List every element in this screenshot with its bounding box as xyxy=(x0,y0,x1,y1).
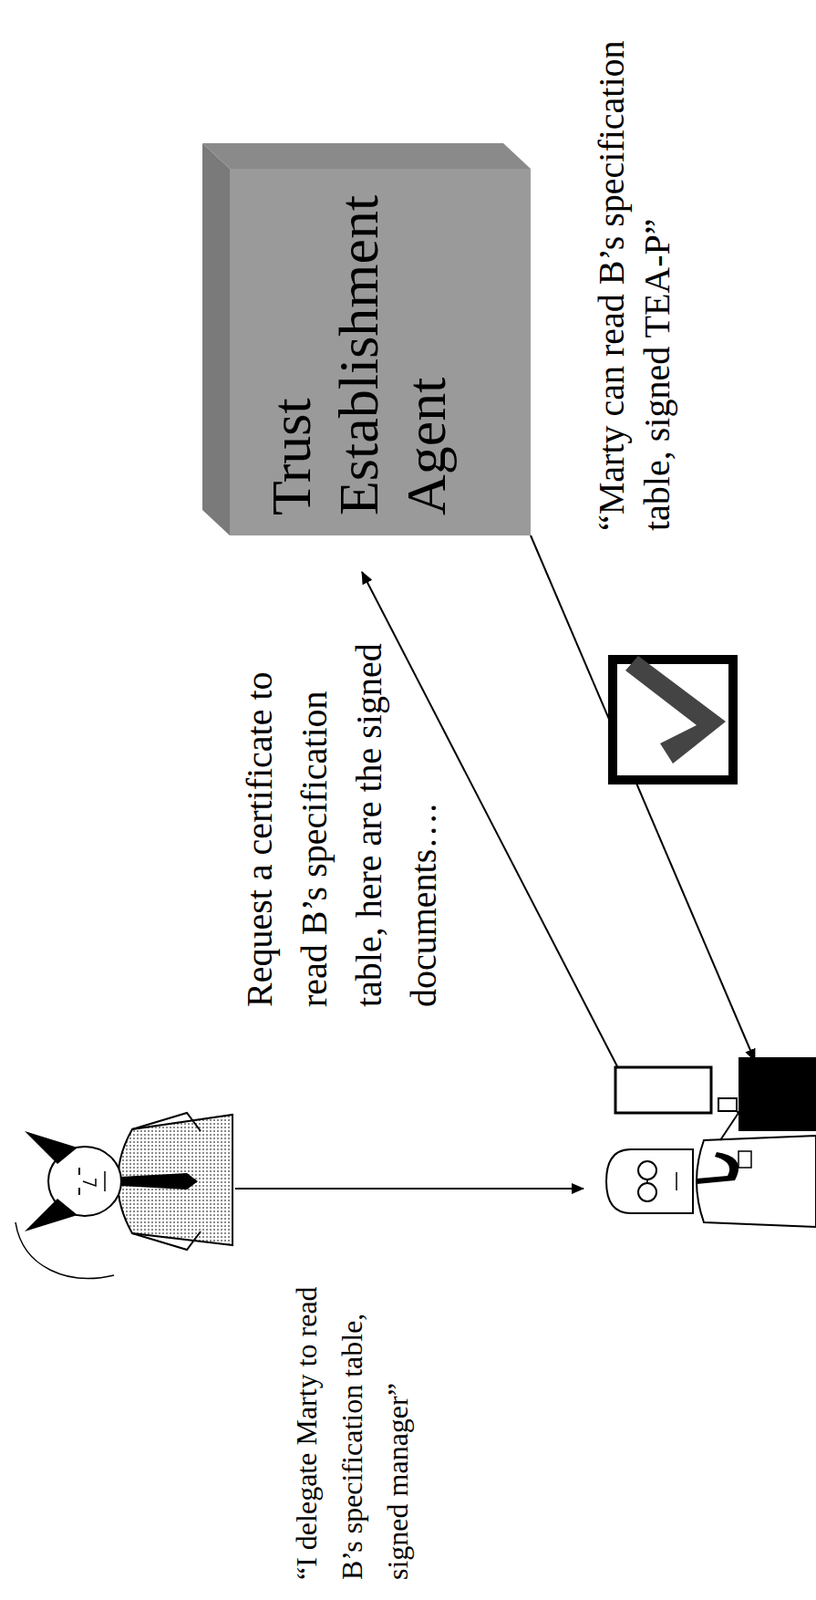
delegation-arrow xyxy=(235,1187,584,1189)
check-icon xyxy=(601,648,744,791)
annotation-text: Request a certificate to read B’s specif… xyxy=(232,632,452,1007)
certificate-arrow xyxy=(530,535,755,1061)
annotation-text: “I delegate Marty to read B’s specificat… xyxy=(283,1278,421,1580)
agent-box: Trust Establishment Agent xyxy=(229,168,531,536)
box-title: Trust Establishment Agent xyxy=(257,168,460,516)
manager-figure xyxy=(4,1075,235,1286)
request-arrow xyxy=(361,571,618,1066)
employee-figure xyxy=(601,1056,816,1286)
annotation-text: “Marty can read B’s specification table,… xyxy=(588,20,681,531)
